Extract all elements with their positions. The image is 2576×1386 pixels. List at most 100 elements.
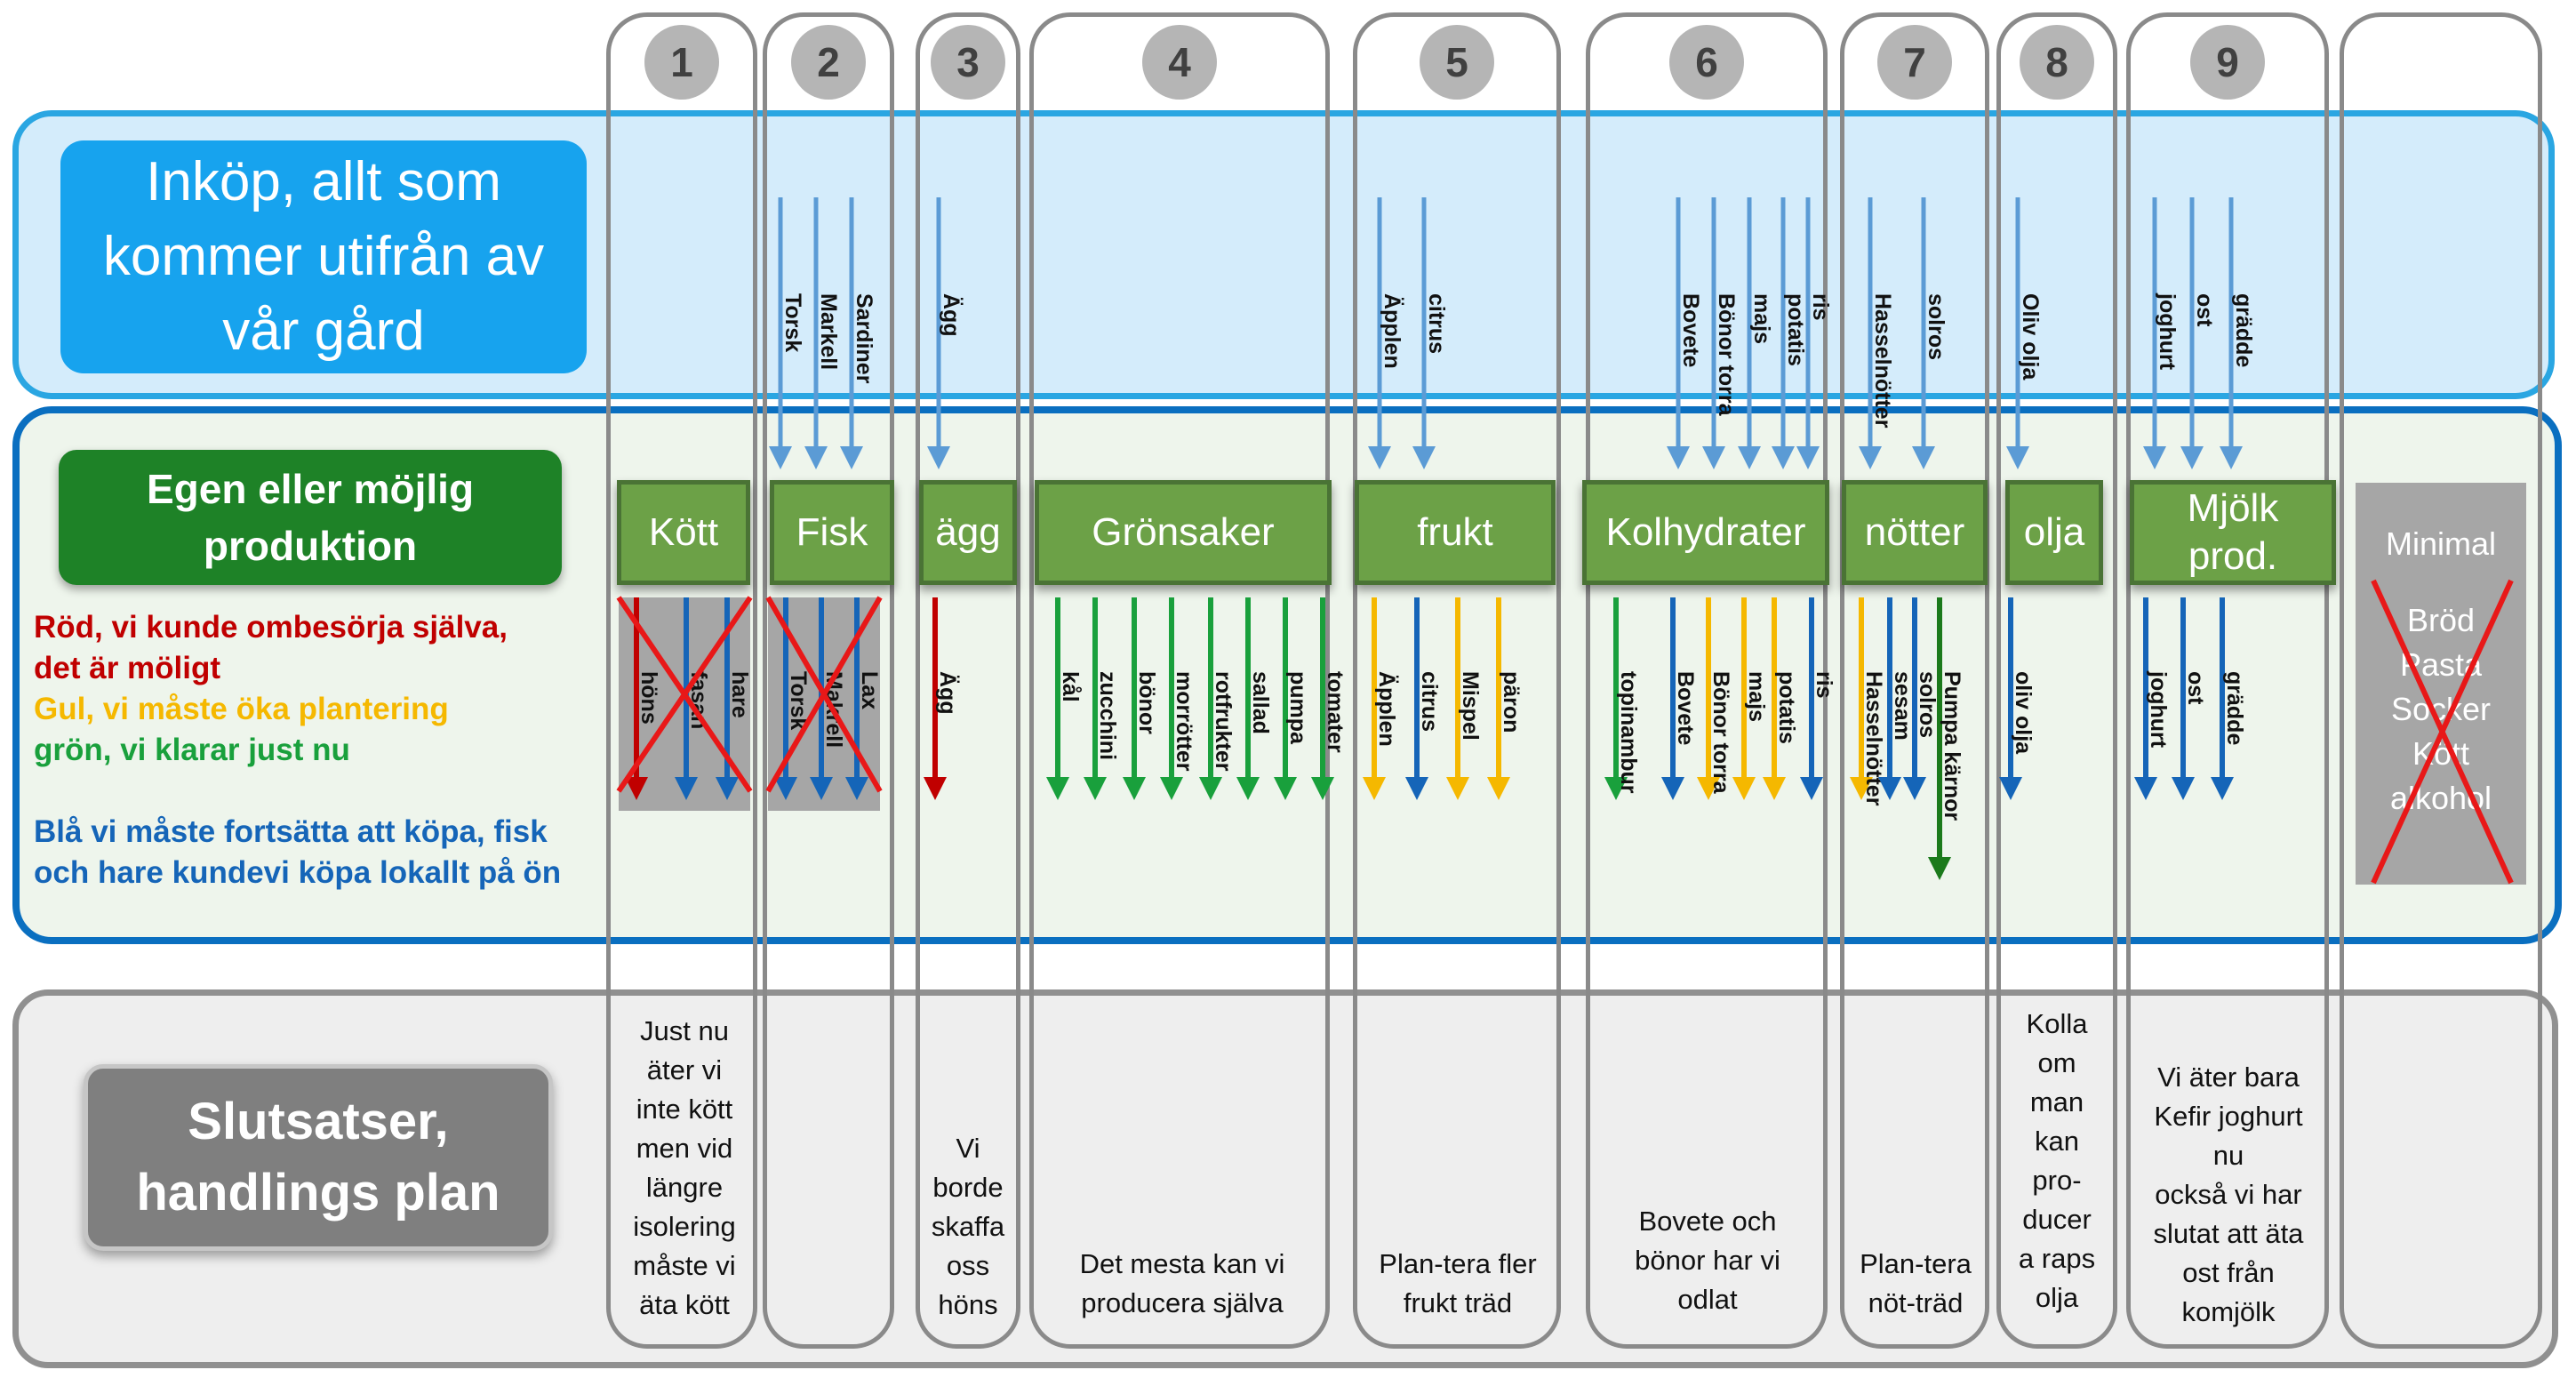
purchase-label: potatis — [1783, 293, 1808, 366]
production-arrow — [1878, 597, 1901, 800]
conclusion-text: Bovete och bönor har vi odlat — [1635, 1206, 1780, 1315]
purchase-label: solros — [1924, 293, 1948, 360]
production-label: ost — [2183, 671, 2208, 705]
conclusion-text: Vi äter bara Kefir joghurt nu också vi h… — [2153, 1062, 2304, 1327]
column-7 — [1840, 12, 1989, 1349]
category-box: olja — [2005, 480, 2103, 585]
column-5 — [1353, 12, 1561, 1349]
category-box: Mjölk prod. — [2130, 480, 2336, 585]
production-arrow — [1363, 597, 1386, 800]
purchase-arrow — [1796, 197, 1820, 469]
purchase-arrow — [927, 197, 950, 469]
column-number-badge: 4 — [1142, 25, 1217, 100]
production-arrow — [1928, 597, 1951, 880]
production-arrow — [1999, 597, 2022, 800]
production-label: Bönor torra — [1708, 671, 1733, 795]
column-number-badge: 5 — [1420, 25, 1494, 100]
column-3 — [916, 12, 1020, 1349]
purchase-arrow — [1738, 197, 1761, 469]
purchase-arrow — [1702, 197, 1725, 469]
purchase-label: ost — [2192, 293, 2217, 327]
purchase-label: Äpplen — [1380, 293, 1404, 369]
conclusion-text: Plan-tera nöt-träd — [1860, 1248, 1972, 1318]
purchase-arrow — [1667, 197, 1690, 469]
column-8 — [1996, 12, 2117, 1349]
column-6 — [1586, 12, 1828, 1349]
production-arrow — [1800, 597, 1823, 800]
production-label: hare — [727, 671, 752, 718]
legend-blue: Blå vi måste fortsätta att köpa, fisk oc… — [34, 814, 562, 890]
category-box: ägg — [919, 480, 1017, 585]
purchase-label: joghurt — [2155, 292, 2180, 371]
production-arrow — [1903, 597, 1926, 800]
column-4 — [1029, 12, 1330, 1349]
purchase-arrow — [1412, 197, 1436, 469]
production-arrow — [1236, 597, 1260, 800]
production-arrow — [1604, 597, 1628, 800]
production-label: oliv olja — [2011, 671, 2036, 755]
production-label: zucchini — [1095, 671, 1120, 760]
production-label: solros — [1915, 671, 1940, 738]
production-arrow — [1487, 597, 1510, 800]
production-label: joghurt — [2146, 670, 2171, 749]
production-arrow — [1311, 597, 1334, 800]
column-number-badge: 3 — [931, 25, 1005, 100]
production-label: ris — [1812, 671, 1836, 699]
purchase-arrow — [769, 197, 792, 469]
production-arrow — [1274, 597, 1297, 800]
conclusions-row-label: Slutsatser, handlings plan — [84, 1064, 553, 1251]
production-arrow — [2172, 597, 2195, 800]
conclusion-text: Just nu äter vi inte kött men vid längre… — [633, 1015, 736, 1320]
production-arrow — [1123, 597, 1146, 800]
purchase-arrow — [2180, 197, 2204, 469]
production-arrow — [1160, 597, 1183, 800]
production-label: sallad — [1248, 671, 1273, 734]
column-number-badge: 2 — [791, 25, 866, 100]
conclusion-text: Vi borde skaffa oss höns — [931, 1133, 1005, 1320]
production-label: Hasselnötter — [1861, 671, 1886, 806]
purchase-label: Ägg — [939, 293, 964, 337]
production-label: tomater — [1323, 671, 1348, 753]
column-number-badge: 7 — [1877, 25, 1952, 100]
purchase-label: Bönor torra — [1714, 293, 1739, 417]
column-number-badge: 8 — [2020, 25, 2094, 100]
production-arrow — [1697, 597, 1720, 800]
production-label: päron — [1499, 671, 1524, 733]
production-row-label: Egen eller möjlig produktion — [59, 450, 562, 585]
purchase-arrow — [804, 197, 828, 469]
purchase-arrow — [1912, 197, 1935, 469]
production-label: bönor — [1134, 671, 1159, 734]
production-arrow — [1850, 597, 1873, 800]
production-label: kål — [1058, 671, 1083, 702]
production-arrow — [1446, 597, 1469, 800]
production-label: Äpplen — [1374, 671, 1399, 747]
production-label: Bovete — [1673, 671, 1698, 745]
column-1 — [606, 12, 757, 1349]
minimal-cross — [2371, 579, 2514, 885]
column-number-badge: 6 — [1669, 25, 1744, 100]
production-arrow — [1199, 597, 1222, 800]
column-number-badge: 9 — [2190, 25, 2265, 100]
legend-green: grön, vi klarar just nu — [34, 733, 350, 767]
purchase-label: Sardiner — [852, 293, 876, 384]
purchases-row-label: Inköp, allt som kommer utifrån av vår gå… — [60, 140, 587, 373]
production-label: Lax — [857, 671, 882, 709]
production-label: höns — [636, 671, 661, 725]
purchase-label: Torsk — [780, 293, 805, 352]
legend-red: Röd, vi kunde ombesörja själva, det är m… — [34, 610, 508, 685]
purchase-arrow — [1772, 197, 1795, 469]
production-arrow — [1732, 597, 1756, 800]
production-arrow — [1763, 597, 1786, 800]
purchase-arrow — [2220, 197, 2243, 469]
column-10 — [2340, 12, 2542, 1349]
category-box: Fisk — [770, 480, 894, 585]
color-legend: Röd, vi kunde ombesörja själva, det är m… — [34, 607, 603, 893]
purchase-arrow — [1368, 197, 1391, 469]
production-label: pumpa — [1285, 671, 1310, 745]
production-arrow — [2211, 597, 2234, 800]
purchase-arrow — [2143, 197, 2166, 469]
conclusion-text: Plan-tera fler frukt träd — [1379, 1248, 1537, 1318]
production-arrow — [1046, 597, 1069, 800]
production-label: Pumpa kärnor — [1940, 671, 1964, 821]
